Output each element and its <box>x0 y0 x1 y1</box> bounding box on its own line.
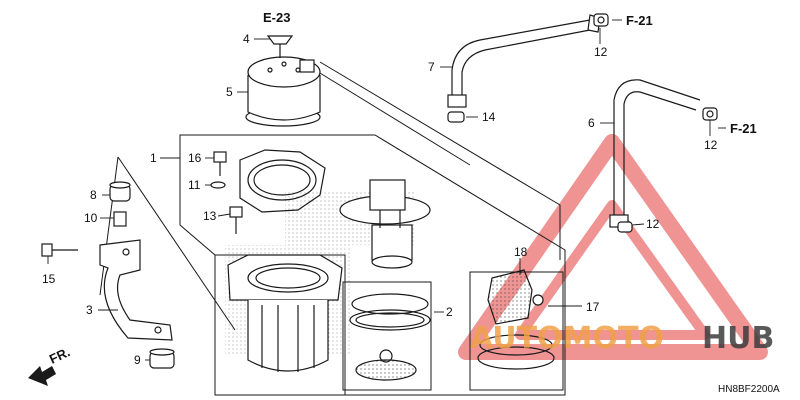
front-arrow-icon: FR. <box>28 344 72 386</box>
hose-clip-low <box>617 221 633 233</box>
part-label-2: 2 <box>446 305 453 319</box>
ref-code-f21-mid: F-21 <box>730 121 757 136</box>
fuel-filter <box>225 245 350 372</box>
rubber-mount-9 <box>149 348 175 369</box>
bolt-16 <box>213 151 227 176</box>
part-label-4: 4 <box>243 32 250 46</box>
washer-11 <box>210 181 226 189</box>
clip-pin <box>266 35 294 58</box>
watermark-text-part1: AUTOMOTO <box>470 321 664 356</box>
mounting-bracket <box>99 239 173 341</box>
part-label-11: 11 <box>188 178 201 192</box>
collar-10 <box>113 211 127 227</box>
watermark-text-part2: HUB <box>702 321 774 356</box>
watermark-triangle <box>458 134 768 360</box>
part-label-1: 1 <box>150 151 157 165</box>
watermark-logo: AUTOMOTO HUB <box>470 321 774 356</box>
bolt-15 <box>41 243 78 257</box>
diagram-code: HN8BF2200A <box>718 384 780 395</box>
part-label-8: 8 <box>90 188 97 202</box>
part-label-5: 5 <box>226 85 233 99</box>
part-label-12-top: 12 <box>594 45 608 59</box>
part-label-12-low: 12 <box>646 217 660 231</box>
part-label-9: 9 <box>134 353 141 367</box>
part-label-14: 14 <box>482 110 496 124</box>
part-label-18: 18 <box>514 245 528 259</box>
ref-code-f21-top: F-21 <box>626 13 653 28</box>
fuel-hose-upper <box>447 14 601 108</box>
rubber-mount-8 <box>109 181 131 202</box>
hose-clamp-14 <box>447 111 465 123</box>
front-marker: FR. <box>47 344 72 366</box>
part-label-7: 7 <box>428 60 435 74</box>
bolt-13 <box>229 206 243 234</box>
part-label-16: 16 <box>188 151 202 165</box>
part-label-6: 6 <box>588 116 595 130</box>
part-label-13: 13 <box>203 209 217 223</box>
part-label-17: 17 <box>586 300 600 314</box>
part-label-10: 10 <box>84 211 98 225</box>
leader-lines <box>47 19 726 361</box>
part-label-3: 3 <box>86 303 93 317</box>
part-label-15: 15 <box>42 272 56 286</box>
fuel-pump-cover <box>245 56 321 127</box>
hose-clip-mid <box>702 107 718 121</box>
hose-clip-top <box>593 13 609 27</box>
fuel-pump-module <box>285 179 431 269</box>
regulator-kit <box>477 269 555 370</box>
seal-set <box>349 293 431 381</box>
part-label-12-mid: 12 <box>704 138 718 152</box>
ref-code-e23: E-23 <box>263 10 290 25</box>
